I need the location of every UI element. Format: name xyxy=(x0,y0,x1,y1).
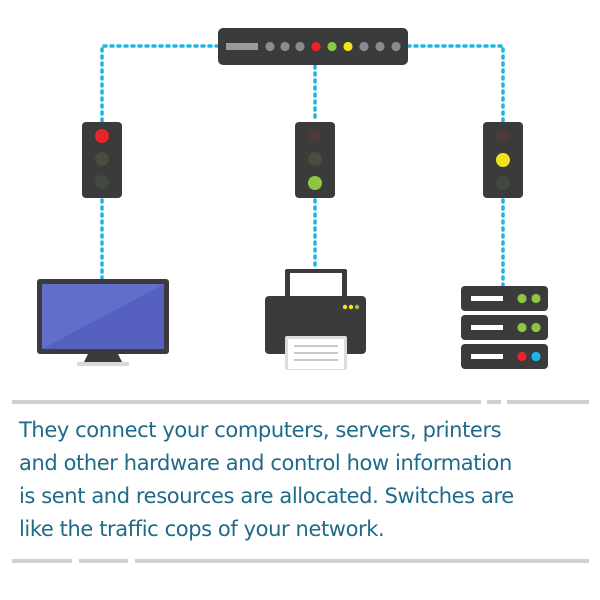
traffic-light-icon-center xyxy=(295,122,335,198)
link-switch-to-right-light xyxy=(406,44,505,124)
computer-monitor-icon xyxy=(37,279,169,366)
switch-led-green xyxy=(327,41,337,52)
server-rack-icon xyxy=(461,286,548,369)
connection-lines xyxy=(100,44,505,288)
traffic-light-icon-left xyxy=(82,122,122,198)
traffic-light-icon-right xyxy=(483,122,523,198)
divider-bottom xyxy=(12,559,589,563)
network-switch-icon xyxy=(218,28,408,65)
caption-text: They connect your computers, servers, pr… xyxy=(19,418,514,541)
link-switch-to-left-light xyxy=(100,44,220,124)
switch-led-red xyxy=(311,41,321,52)
divider-top xyxy=(12,400,589,404)
switch-led-yellow xyxy=(343,41,353,52)
printer-icon xyxy=(265,269,366,370)
